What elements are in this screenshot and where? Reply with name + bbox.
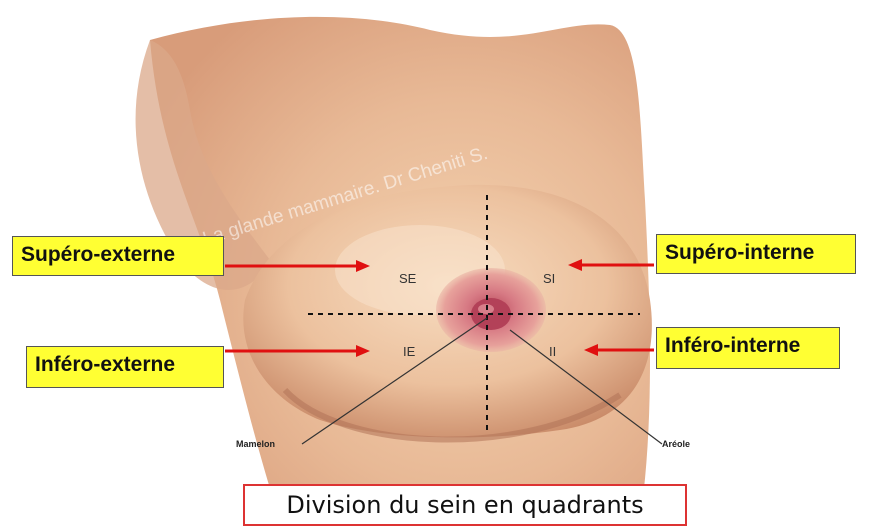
arrow-superior-internal xyxy=(568,259,654,271)
label-inferior-external: Inféro-externe xyxy=(26,346,224,388)
inframammary-fold xyxy=(282,387,622,443)
quadrant-se: SE xyxy=(399,271,417,286)
areola-pointer-line xyxy=(509,329,663,445)
arrow-superior-external xyxy=(225,260,370,272)
diagram-caption: Division du sein en quadrants xyxy=(243,484,687,526)
areola-label: Aréole xyxy=(662,439,690,449)
label-inferior-internal: Inféro-interne xyxy=(656,327,840,369)
quadrant-ii: II xyxy=(549,344,556,359)
label-superior-external: Supéro-externe xyxy=(12,236,224,276)
arrow-inferior-external xyxy=(225,345,370,357)
nipple-label: Mamelon xyxy=(236,439,275,449)
arm-shape xyxy=(135,40,270,290)
quadrant-ie: IE xyxy=(403,344,416,359)
quadrant-si: SI xyxy=(543,271,555,286)
nipple-pointer-line xyxy=(301,317,488,445)
arrow-inferior-internal xyxy=(584,344,654,356)
label-superior-internal: Supéro-interne xyxy=(656,234,856,274)
